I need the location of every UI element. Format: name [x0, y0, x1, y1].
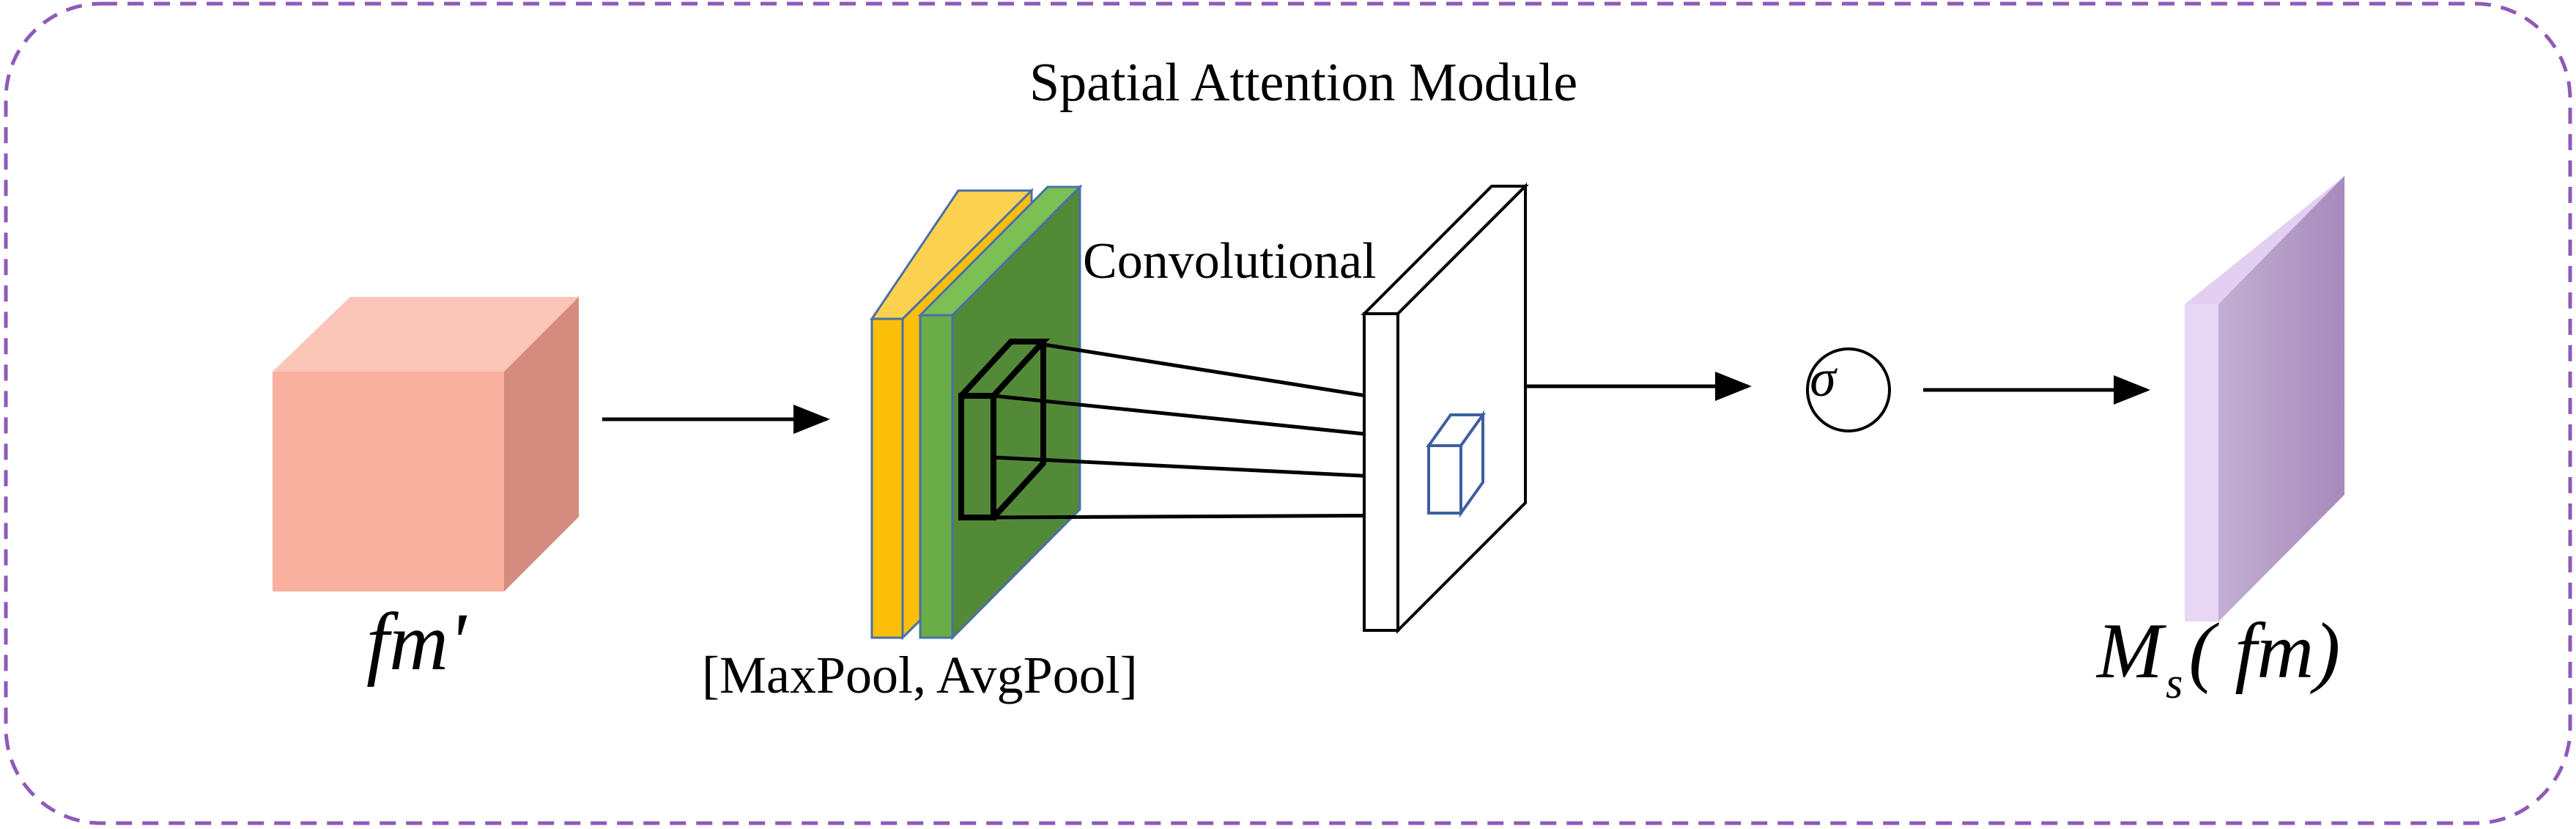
pooling-label: [MaxPool, AvgPool]	[702, 646, 1138, 704]
module-title: Spatial Attention Module	[1029, 53, 1578, 113]
conv-output-plane	[1361, 183, 1529, 634]
conv-output-patch	[1426, 410, 1486, 518]
avgpool-slab	[917, 184, 1083, 641]
sigmoid-label: σ	[1810, 349, 1836, 408]
output-label: Ms( fm)	[2097, 612, 2340, 706]
cube-top-face	[273, 297, 579, 372]
module-border	[4, 1, 2572, 825]
sigmoid-circle	[1806, 347, 1891, 432]
output-attention-map	[2185, 176, 2344, 622]
conv-kernel-box	[958, 339, 1051, 520]
input-feature-cube	[273, 297, 579, 592]
cube-side-face	[504, 297, 579, 592]
output-label-subscript: s	[2165, 659, 2183, 707]
convolutional-label: Convolutional	[1083, 233, 1377, 290]
output-label-arg: ( fm)	[2188, 608, 2341, 695]
cube-front-face	[273, 372, 504, 592]
input-feature-label: fm'	[366, 597, 466, 688]
output-label-base: M	[2097, 608, 2163, 695]
